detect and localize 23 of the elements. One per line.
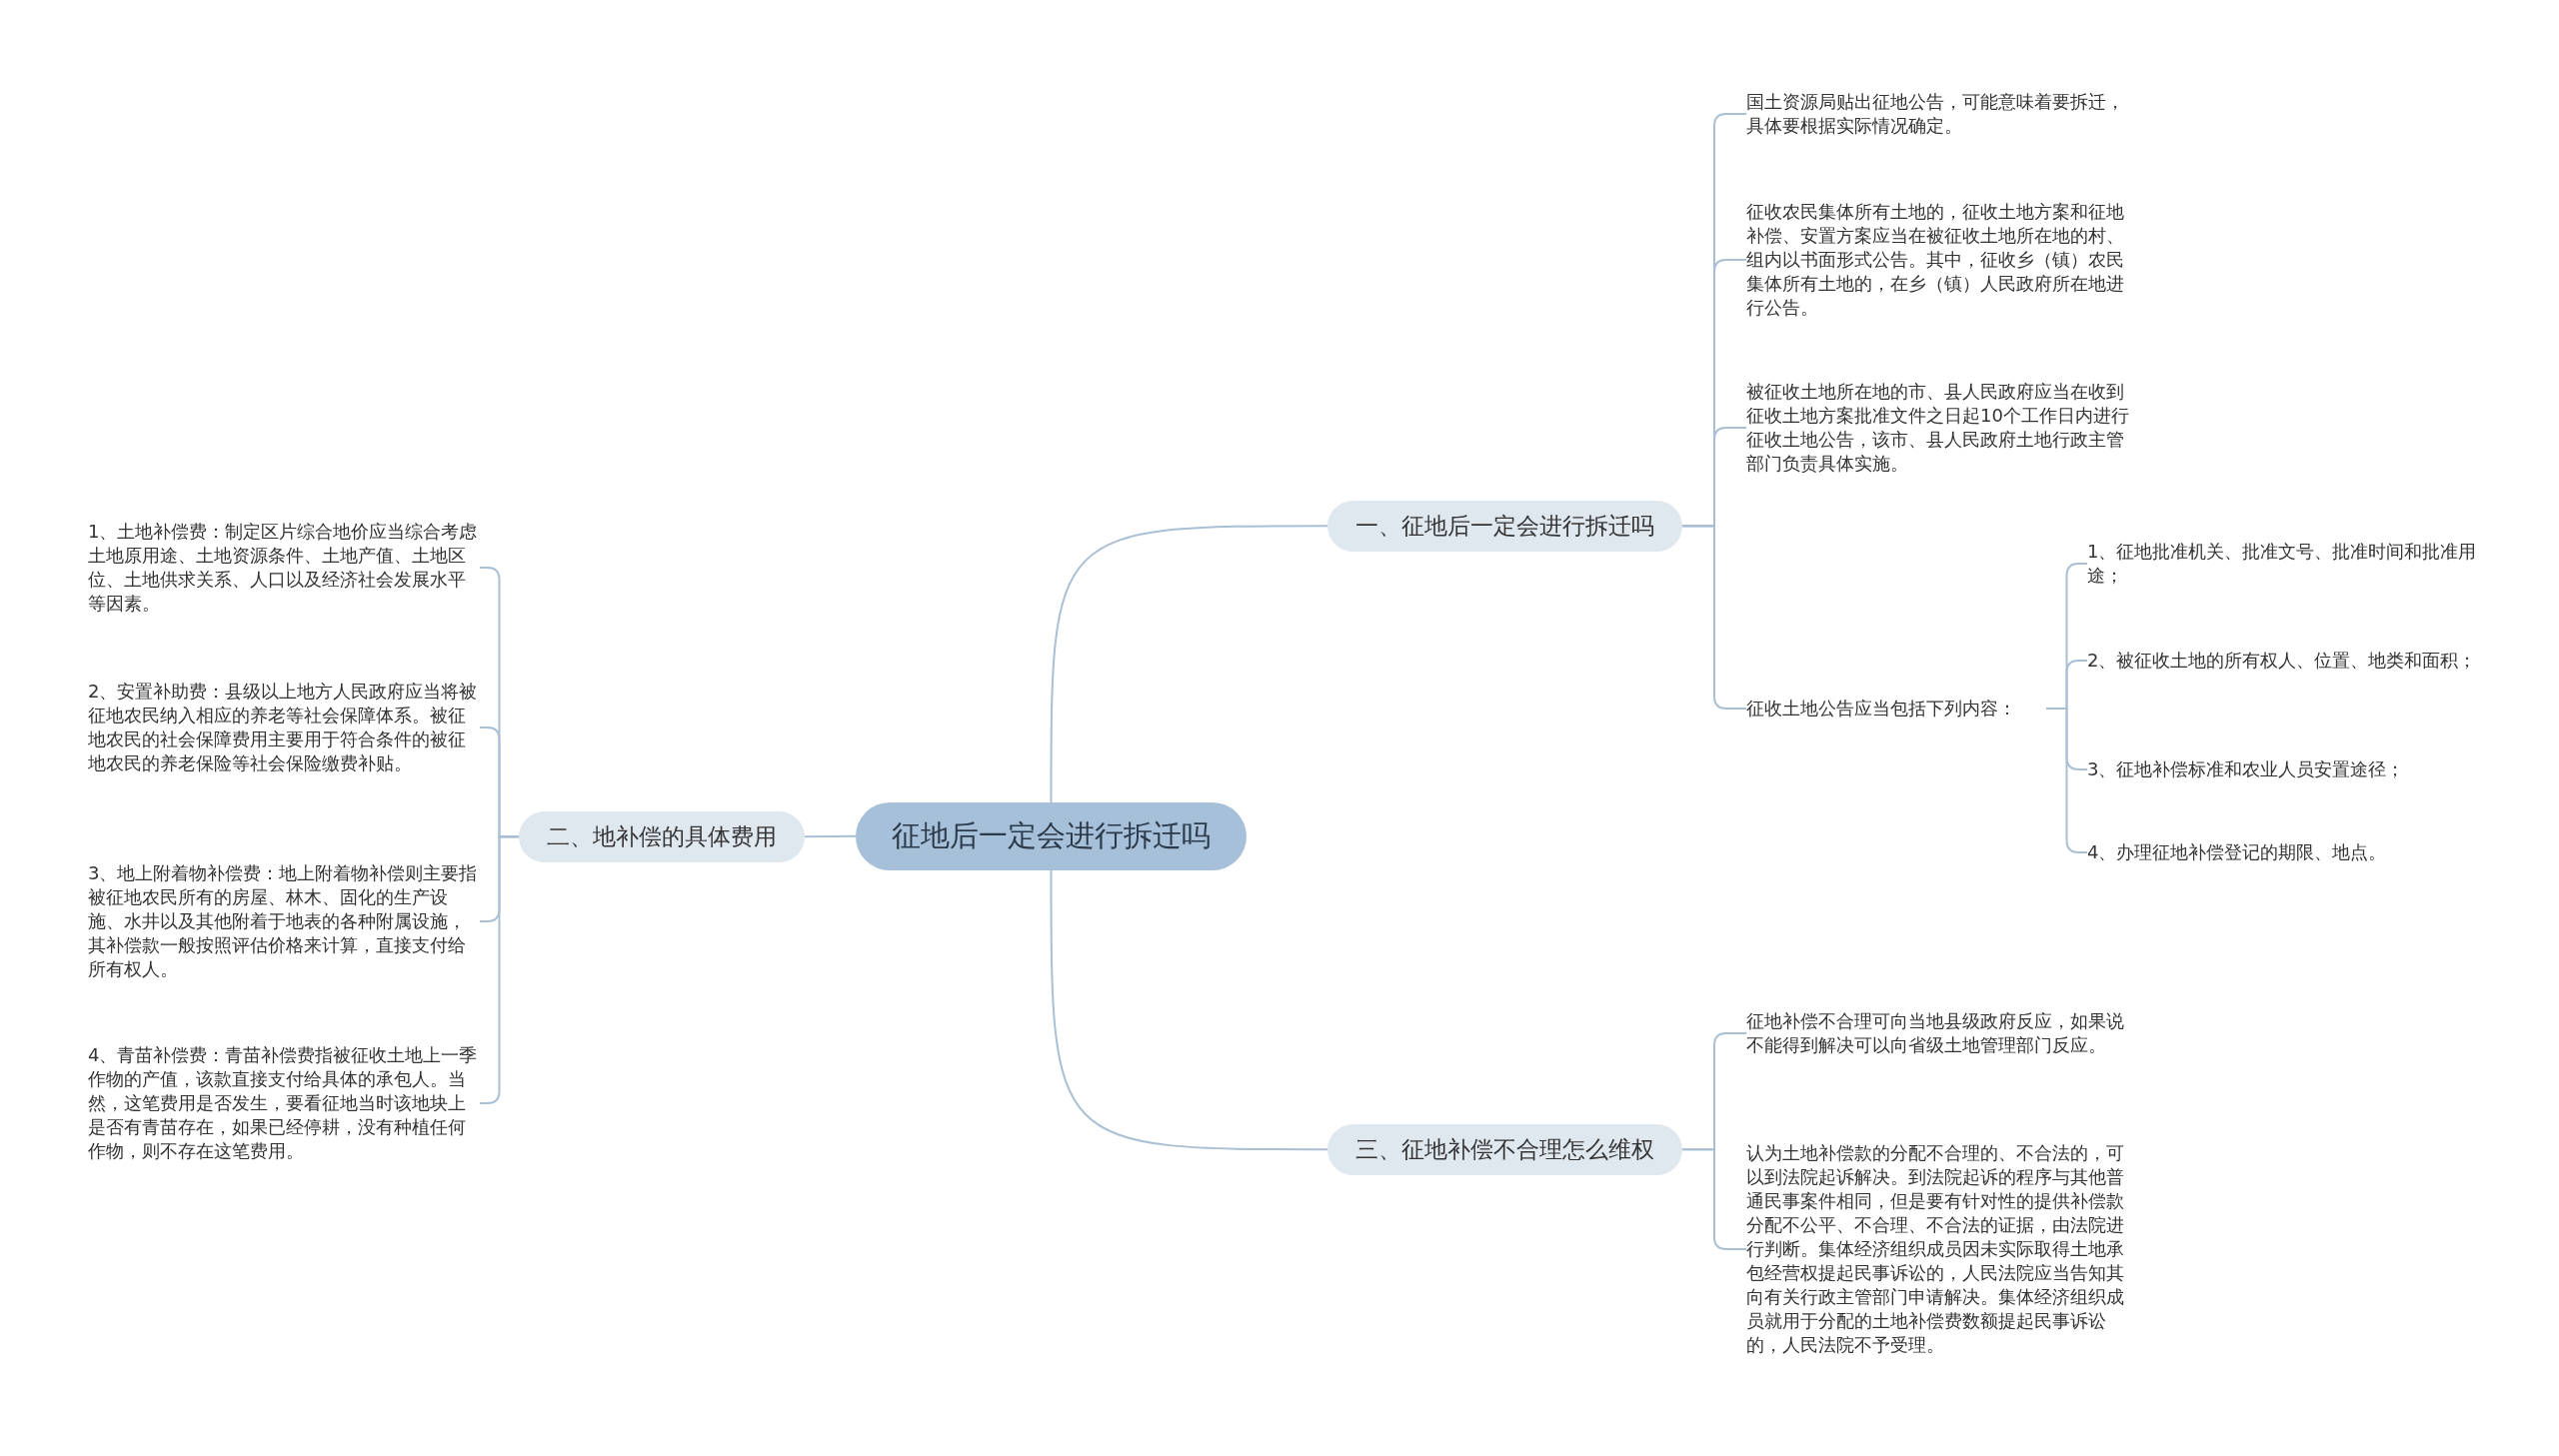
topic-text: 4、办理征地补偿登记的期限、地点。 xyxy=(2087,840,2479,864)
topic-text: 1、土地补偿费：制定区片综合地价应当综合考虑土地原用途、土地资源条件、土地产值、土地区位、土地供求关系、人口以及经济社会发展水平等因素。 xyxy=(88,520,480,616)
topic-text: 3、地上附着物补偿费：地上附着物补偿则主要指被征地农民所有的房屋、林木、固化的生产设施、水井以及其他附着于地表的各种附属设施，其补偿款一般按照评估价格来计算，直接支付给所有权人。 xyxy=(88,861,480,981)
topic-text: 征收农民集体所有土地的，征收土地方案和征地补偿、安置方案应当在被征收土地所在地的村、组内以书面形式公告。其中，征收乡（镇）农民集体所有土地的，在乡（镇）人民政府所在地进行公告。 xyxy=(1746,200,2138,320)
connector-line xyxy=(1681,525,1747,710)
branch-topic: 三、征地补偿不合理怎么维权 xyxy=(1327,1124,1682,1175)
topic-text: 征收土地公告应当包括下列内容： xyxy=(1746,697,2046,721)
topic-text: 3、征地补偿标准和农业人员安置途径； xyxy=(2087,757,2479,781)
topic-text: 被征收土地所在地的市、县人民政府应当在收到征收土地方案批准文件之日起10个工作日内进行征收土地公告，该市、县人民政府土地行政主管部门负责具体实施。 xyxy=(1746,380,2138,476)
topic-text: 认为土地补偿款的分配不合理的、不合法的，可以到法院起诉解决。到法院起诉的程序与其他普通民事案件相同，但是要有针对性的提供补偿款分配不公平、不合理、不合法的证据，由法院进行判断。集体经济组织成员因未实际取得土地承包经营权提起民事诉讼的，人民法院应当告知其向有关行政主管部门申请解决。集体经济组织成员就用于分配的土地补偿费数额提起民事诉讼的，人民法院不予受理。 xyxy=(1746,1141,2138,1357)
topic-text: 国土资源局贴出征地公告，可能意味着要拆迁，具体要根据实际情况确定。 xyxy=(1746,90,2138,138)
connector-line xyxy=(1050,868,1328,1151)
connector-line xyxy=(1050,525,1328,803)
connector-line xyxy=(1681,1148,1747,1250)
topic-text: 4、青苗补偿费：青苗补偿费指被征收土地上一季作物的产值，该款直接支付给具体的承包人。当然，这笔费用是否发生，要看征地当时该地块上是否有青苗存在，如果已经停耕，没有种植任何作物，则不存在这笔费用。 xyxy=(88,1043,480,1163)
topic-text: 2、被征收土地的所有权人、位置、地类和面积； xyxy=(2087,649,2479,673)
topic-text: 征地补偿不合理可向当地县级政府反应，如果说不能得到解决可以向省级土地管理部门反应。 xyxy=(1746,1009,2138,1057)
branch-topic: 二、地补偿的具体费用 xyxy=(519,811,805,862)
connector-line xyxy=(804,834,857,838)
branch-topic: 一、征地后一定会进行拆迁吗 xyxy=(1327,501,1682,552)
central-topic: 征地后一定会进行拆迁吗 xyxy=(856,802,1247,870)
topic-text: 1、征地批准机关、批准文号、批准时间和批准用途； xyxy=(2087,540,2479,588)
topic-text: 2、安置补助费：县级以上地方人民政府应当将被征地农民纳入相应的养老等社会保障体系。被征地农民的社会保障费用主要用于符合条件的被征地农民的养老保险等社会保险缴费补贴。 xyxy=(88,680,480,775)
